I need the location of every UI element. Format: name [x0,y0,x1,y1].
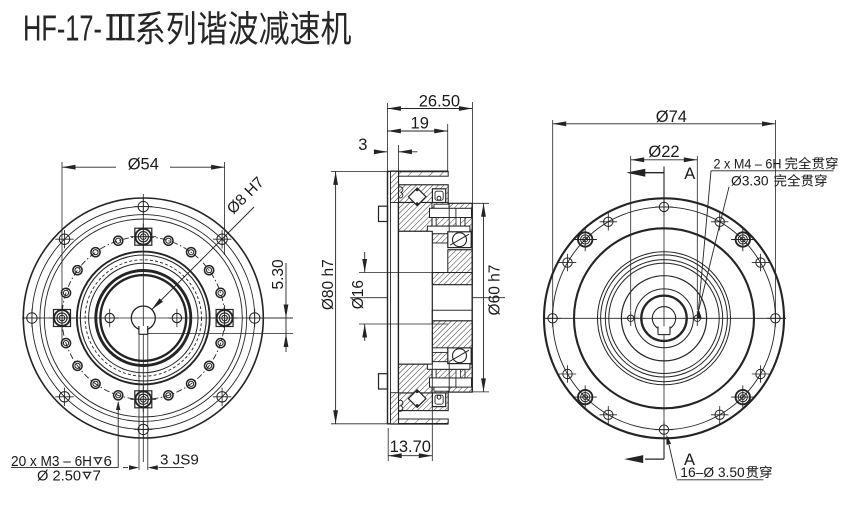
svg-text:Ø54: Ø54 [128,156,159,174]
svg-text:Ø3.30: Ø3.30 [731,174,769,189]
svg-text:Ø74: Ø74 [656,108,687,126]
svg-text:Ø 2.50: Ø 2.50 [37,468,81,485]
svg-text:Ø80 h7: Ø80 h7 [320,259,337,310]
svg-text:A: A [684,165,695,183]
svg-text:6: 6 [104,453,112,470]
svg-text:13.70: 13.70 [390,438,431,456]
svg-text:Ø60 h7: Ø60 h7 [487,265,504,316]
svg-text:A: A [684,451,695,469]
svg-text:Ø16: Ø16 [350,280,367,309]
svg-text:3 JS9: 3 JS9 [160,452,199,469]
svg-text:19: 19 [411,114,429,132]
svg-text:26.50: 26.50 [419,92,460,110]
svg-text:16–Ø 3.50: 16–Ø 3.50 [680,465,745,480]
svg-text:3: 3 [358,136,367,154]
svg-text:5.30: 5.30 [270,259,287,290]
svg-text:20 x M3 – 6H: 20 x M3 – 6H [11,453,92,470]
svg-text:7: 7 [93,468,101,485]
svg-text:HF-17-: HF-17- [23,7,102,48]
svg-text:2 x M4 – 6H: 2 x M4 – 6H [714,156,782,171]
svg-text:Ø22: Ø22 [648,143,679,161]
